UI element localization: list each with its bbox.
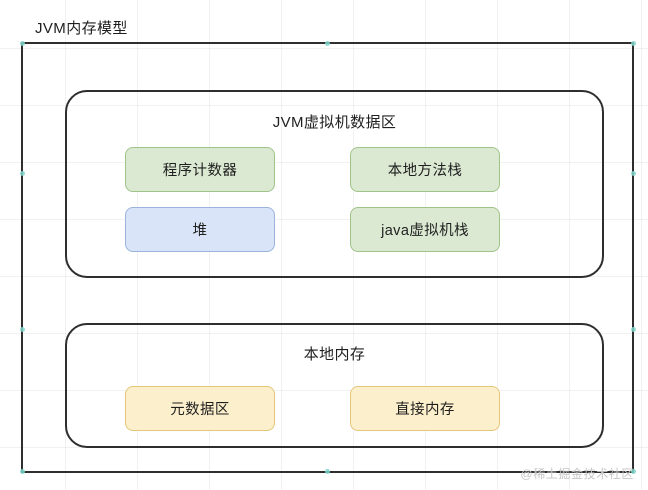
node-direct-memory[interactable]: 直接内存 [350,386,500,431]
node-label: 本地方法栈 [387,163,463,179]
group-title-native-memory: 本地内存 [303,346,366,363]
node-program-counter-register[interactable]: 程序计数器 [125,147,275,192]
selection-handle-lower-right[interactable] [631,327,636,332]
selection-handle-middle-right[interactable] [631,171,636,176]
selection-handle-bottom-left[interactable] [20,469,25,474]
node-java-virtual-machine-stack[interactable]: java虚拟机栈 [350,207,500,252]
selection-handle-top-center[interactable] [325,41,330,46]
node-heap[interactable]: 堆 [125,207,275,252]
node-label: java虚拟机栈 [381,223,469,239]
node-label: 堆 [192,223,208,239]
group-native-memory[interactable]: 本地内存 [65,323,604,448]
selection-handle-bottom-right[interactable] [631,469,636,474]
selection-handle-top-right[interactable] [631,41,636,46]
group-title-jvm-runtime-data-area: JVM虚拟机数据区 [272,114,397,131]
selection-handle-lower-left[interactable] [20,327,25,332]
node-label: 程序计数器 [162,163,238,179]
node-native-method-stack[interactable]: 本地方法栈 [350,147,500,192]
node-label: 直接内存 [395,402,455,418]
watermark: @稀土掘金技术社区 [520,467,634,481]
selection-handle-middle-left[interactable] [20,171,25,176]
group-jvm-runtime-data-area[interactable]: JVM虚拟机数据区 [65,90,604,278]
node-label: 元数据区 [170,402,230,418]
jvm-memory-model-frame[interactable] [20,41,636,474]
diagram-title: JVM内存模型 [35,20,128,37]
node-metaspace[interactable]: 元数据区 [125,386,275,431]
selection-handle-top-left[interactable] [20,41,25,46]
selection-handle-bottom-center[interactable] [325,469,330,474]
